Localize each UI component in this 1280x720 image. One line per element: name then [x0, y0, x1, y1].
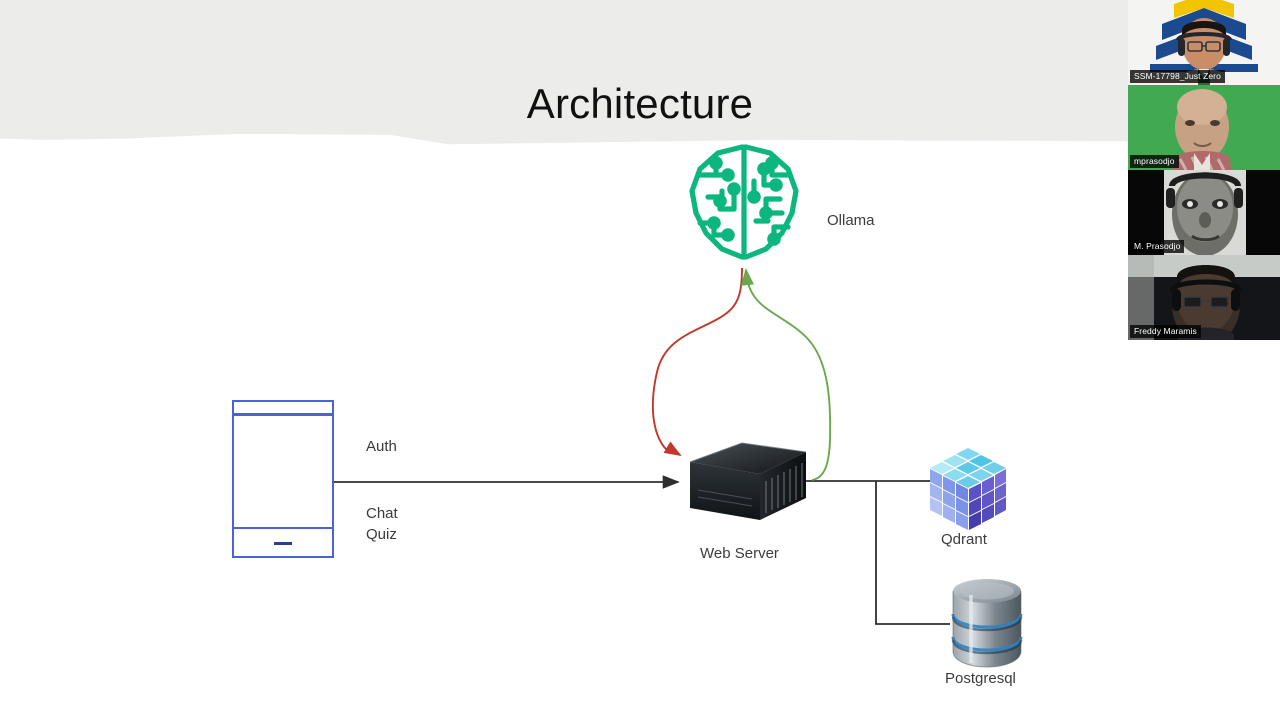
edge-label-chat: Chat [366, 505, 398, 522]
edge-ollama-to-webserver [651, 267, 743, 456]
participant-tile[interactable]: Freddy Maramis [1128, 255, 1280, 340]
vector-cube-icon [930, 448, 1006, 530]
edge-webserver-to-ollama [740, 268, 832, 481]
node-label-postgresql: Postgresql [945, 670, 1016, 687]
page-title: Architecture [526, 80, 754, 127]
participant-name: SSM-17798_Just Zero [1130, 69, 1225, 83]
mobile-phone-icon [232, 400, 334, 558]
phone-home-indicator [274, 542, 292, 545]
video-participant-strip: SSM-17798_Just Zero mprasodjo [1128, 0, 1280, 340]
participant-tile[interactable]: M. Prasodjo [1128, 170, 1280, 255]
slide-header-band [0, 0, 1280, 145]
ai-brain-circuit-icon [689, 144, 799, 260]
participant-tile[interactable]: SSM-17798_Just Zero [1128, 0, 1280, 85]
node-label-webserver: Web Server [700, 545, 779, 562]
phone-bottom-bar [234, 526, 332, 529]
database-cylinder-icon [951, 579, 1023, 668]
node-label-qdrant: Qdrant [941, 531, 987, 548]
participant-video-2 [1128, 85, 1280, 170]
edge-label-auth: Auth [366, 438, 397, 455]
edge-webserver-to-stores [806, 480, 950, 625]
participant-name: mprasodjo [1130, 154, 1179, 168]
participant-tile[interactable]: mprasodjo [1128, 85, 1280, 170]
edge-label-quiz: Quiz [366, 526, 397, 543]
participant-name: Freddy Maramis [1130, 324, 1201, 338]
phone-top-bar [234, 413, 332, 416]
node-label-ollama: Ollama [827, 212, 875, 229]
server-box-icon [689, 442, 807, 520]
participant-name: M. Prasodjo [1130, 239, 1185, 253]
